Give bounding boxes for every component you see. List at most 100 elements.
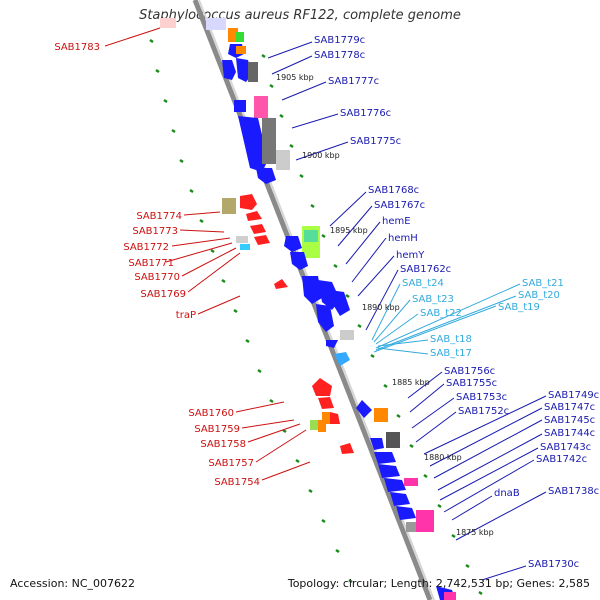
gene-rect <box>234 100 246 112</box>
kbp-label: 1900 kbp <box>302 151 340 160</box>
gene-rect <box>374 408 388 422</box>
gene-arrow <box>370 438 384 450</box>
gene-label: hemE <box>382 216 411 227</box>
gene-arrow <box>356 400 372 418</box>
gene-arrow <box>316 304 334 332</box>
kbp-label: 1885 kbp <box>392 378 430 387</box>
gene-label: SAB1777c <box>328 76 379 87</box>
kbp-label: 1875 kbp <box>456 528 494 537</box>
gene-arrow <box>312 378 332 396</box>
reverse-leader-lines <box>104 27 311 481</box>
gene-rect <box>416 510 434 532</box>
trna-label: SAB_t17 <box>430 348 472 359</box>
gene-label: SAB1759 <box>194 424 240 435</box>
gene-label: SAB1747c <box>544 402 595 413</box>
gene-label: SAB1738c <box>548 486 599 497</box>
gene-arrow <box>240 194 257 210</box>
gene-rect <box>304 230 318 242</box>
gene-label: SAB1762c <box>400 264 451 275</box>
gene-label: SAB1755c <box>446 378 497 389</box>
gene-rect <box>206 18 226 30</box>
gene-arrow <box>330 290 350 316</box>
forward-leader-lines <box>267 41 547 581</box>
tick-track-right <box>261 53 483 596</box>
trna-labels: SAB_t21 SAB_t20 SAB_t24 SAB_t19 SAB_t23 … <box>402 278 564 359</box>
gene-label: traP <box>176 310 196 321</box>
gene-arrow <box>222 60 236 80</box>
gene-label: SAB1754 <box>214 477 260 488</box>
gene-label: SAB1749c <box>548 390 599 401</box>
gene-label: SAB1756c <box>444 366 495 377</box>
gene-label: SAB1772 <box>123 242 169 253</box>
gene-rect <box>240 244 250 250</box>
gene-arrow <box>340 443 354 454</box>
kbp-label: 1890 kbp <box>362 303 400 312</box>
trna-leader-lines <box>371 283 521 355</box>
gene-label: SAB1744c <box>544 428 595 439</box>
gene-arrow <box>302 276 322 304</box>
gene-arrow <box>390 492 410 506</box>
trna-label: SAB_t22 <box>420 308 462 319</box>
gene-arrow <box>334 352 350 366</box>
gene-label: dnaB <box>494 488 520 499</box>
gene-label: SAB1775c <box>350 136 401 147</box>
gene-rect <box>310 420 322 430</box>
trna-label: SAB_t24 <box>402 278 444 289</box>
gene-arrow <box>274 279 288 289</box>
trna-label: SAB_t19 <box>498 302 540 313</box>
reverse-labels: SAB1783 SAB1774 SAB1773 SAB1772 SAB1771 … <box>54 42 260 488</box>
topology-text: Topology: circular; Length: 2,742,531 bp… <box>287 577 590 590</box>
gene-rect <box>236 46 246 54</box>
gene-rect <box>386 432 400 448</box>
trna-label: SAB_t21 <box>522 278 564 289</box>
gene-rect <box>404 478 418 486</box>
gene-label: SAB1757 <box>208 458 254 469</box>
gene-rect <box>262 118 276 164</box>
gene-rect <box>254 96 268 118</box>
gene-label: SAB1770 <box>134 272 180 283</box>
gene-label: SAB1760 <box>188 408 234 419</box>
gene-rect <box>276 150 290 170</box>
gene-arrow <box>326 340 338 348</box>
gene-arrow <box>396 506 416 520</box>
gene-label: SAB1745c <box>544 415 595 426</box>
gene-label: SAB1767c <box>374 200 425 211</box>
gene-label: SAB1753c <box>456 392 507 403</box>
kbp-label: 1880 kbp <box>424 453 462 462</box>
gene-arrow <box>318 397 334 409</box>
gene-rect <box>228 28 238 42</box>
kbp-label: 1895 kbp <box>330 226 368 235</box>
gene-label: SAB1778c <box>314 50 365 61</box>
tick-track-left <box>149 38 353 584</box>
kbp-labels: 1905 kbp 1900 kbp 1895 kbp 1890 kbp 1885… <box>276 73 494 537</box>
gene-arrow <box>330 412 340 424</box>
gene-label: SAB1779c <box>314 35 365 46</box>
gene-label: SAB1773 <box>132 226 178 237</box>
gene-arrow <box>374 452 396 464</box>
gene-rect <box>160 18 176 28</box>
gene-rect <box>222 198 236 214</box>
gene-label: hemH <box>388 233 418 244</box>
gene-arrow <box>254 235 270 245</box>
gene-label: SAB1742c <box>536 454 587 465</box>
gene-label: SAB1776c <box>340 108 391 119</box>
gene-arrow <box>290 252 308 270</box>
gene-rect <box>248 62 258 82</box>
gene-label: SAB1774 <box>136 211 182 222</box>
gene-rect <box>444 592 456 600</box>
trna-label: SAB_t20 <box>518 290 560 301</box>
forward-labels: SAB1779c SAB1778c SAB1777c SAB1776c SAB1… <box>314 35 599 570</box>
gene-arrow <box>284 236 302 252</box>
gene-rect <box>236 236 248 243</box>
gene-arrow <box>250 224 266 234</box>
gene-label: SAB1758 <box>200 439 246 450</box>
accession-text: Accession: NC_007622 <box>10 577 136 590</box>
gene-rect <box>318 420 326 432</box>
reverse-genes <box>160 18 354 454</box>
gene-rect <box>406 522 416 532</box>
trna-label: SAB_t23 <box>412 294 454 305</box>
gene-rect <box>236 32 244 42</box>
gene-label: SAB1783 <box>54 42 100 53</box>
